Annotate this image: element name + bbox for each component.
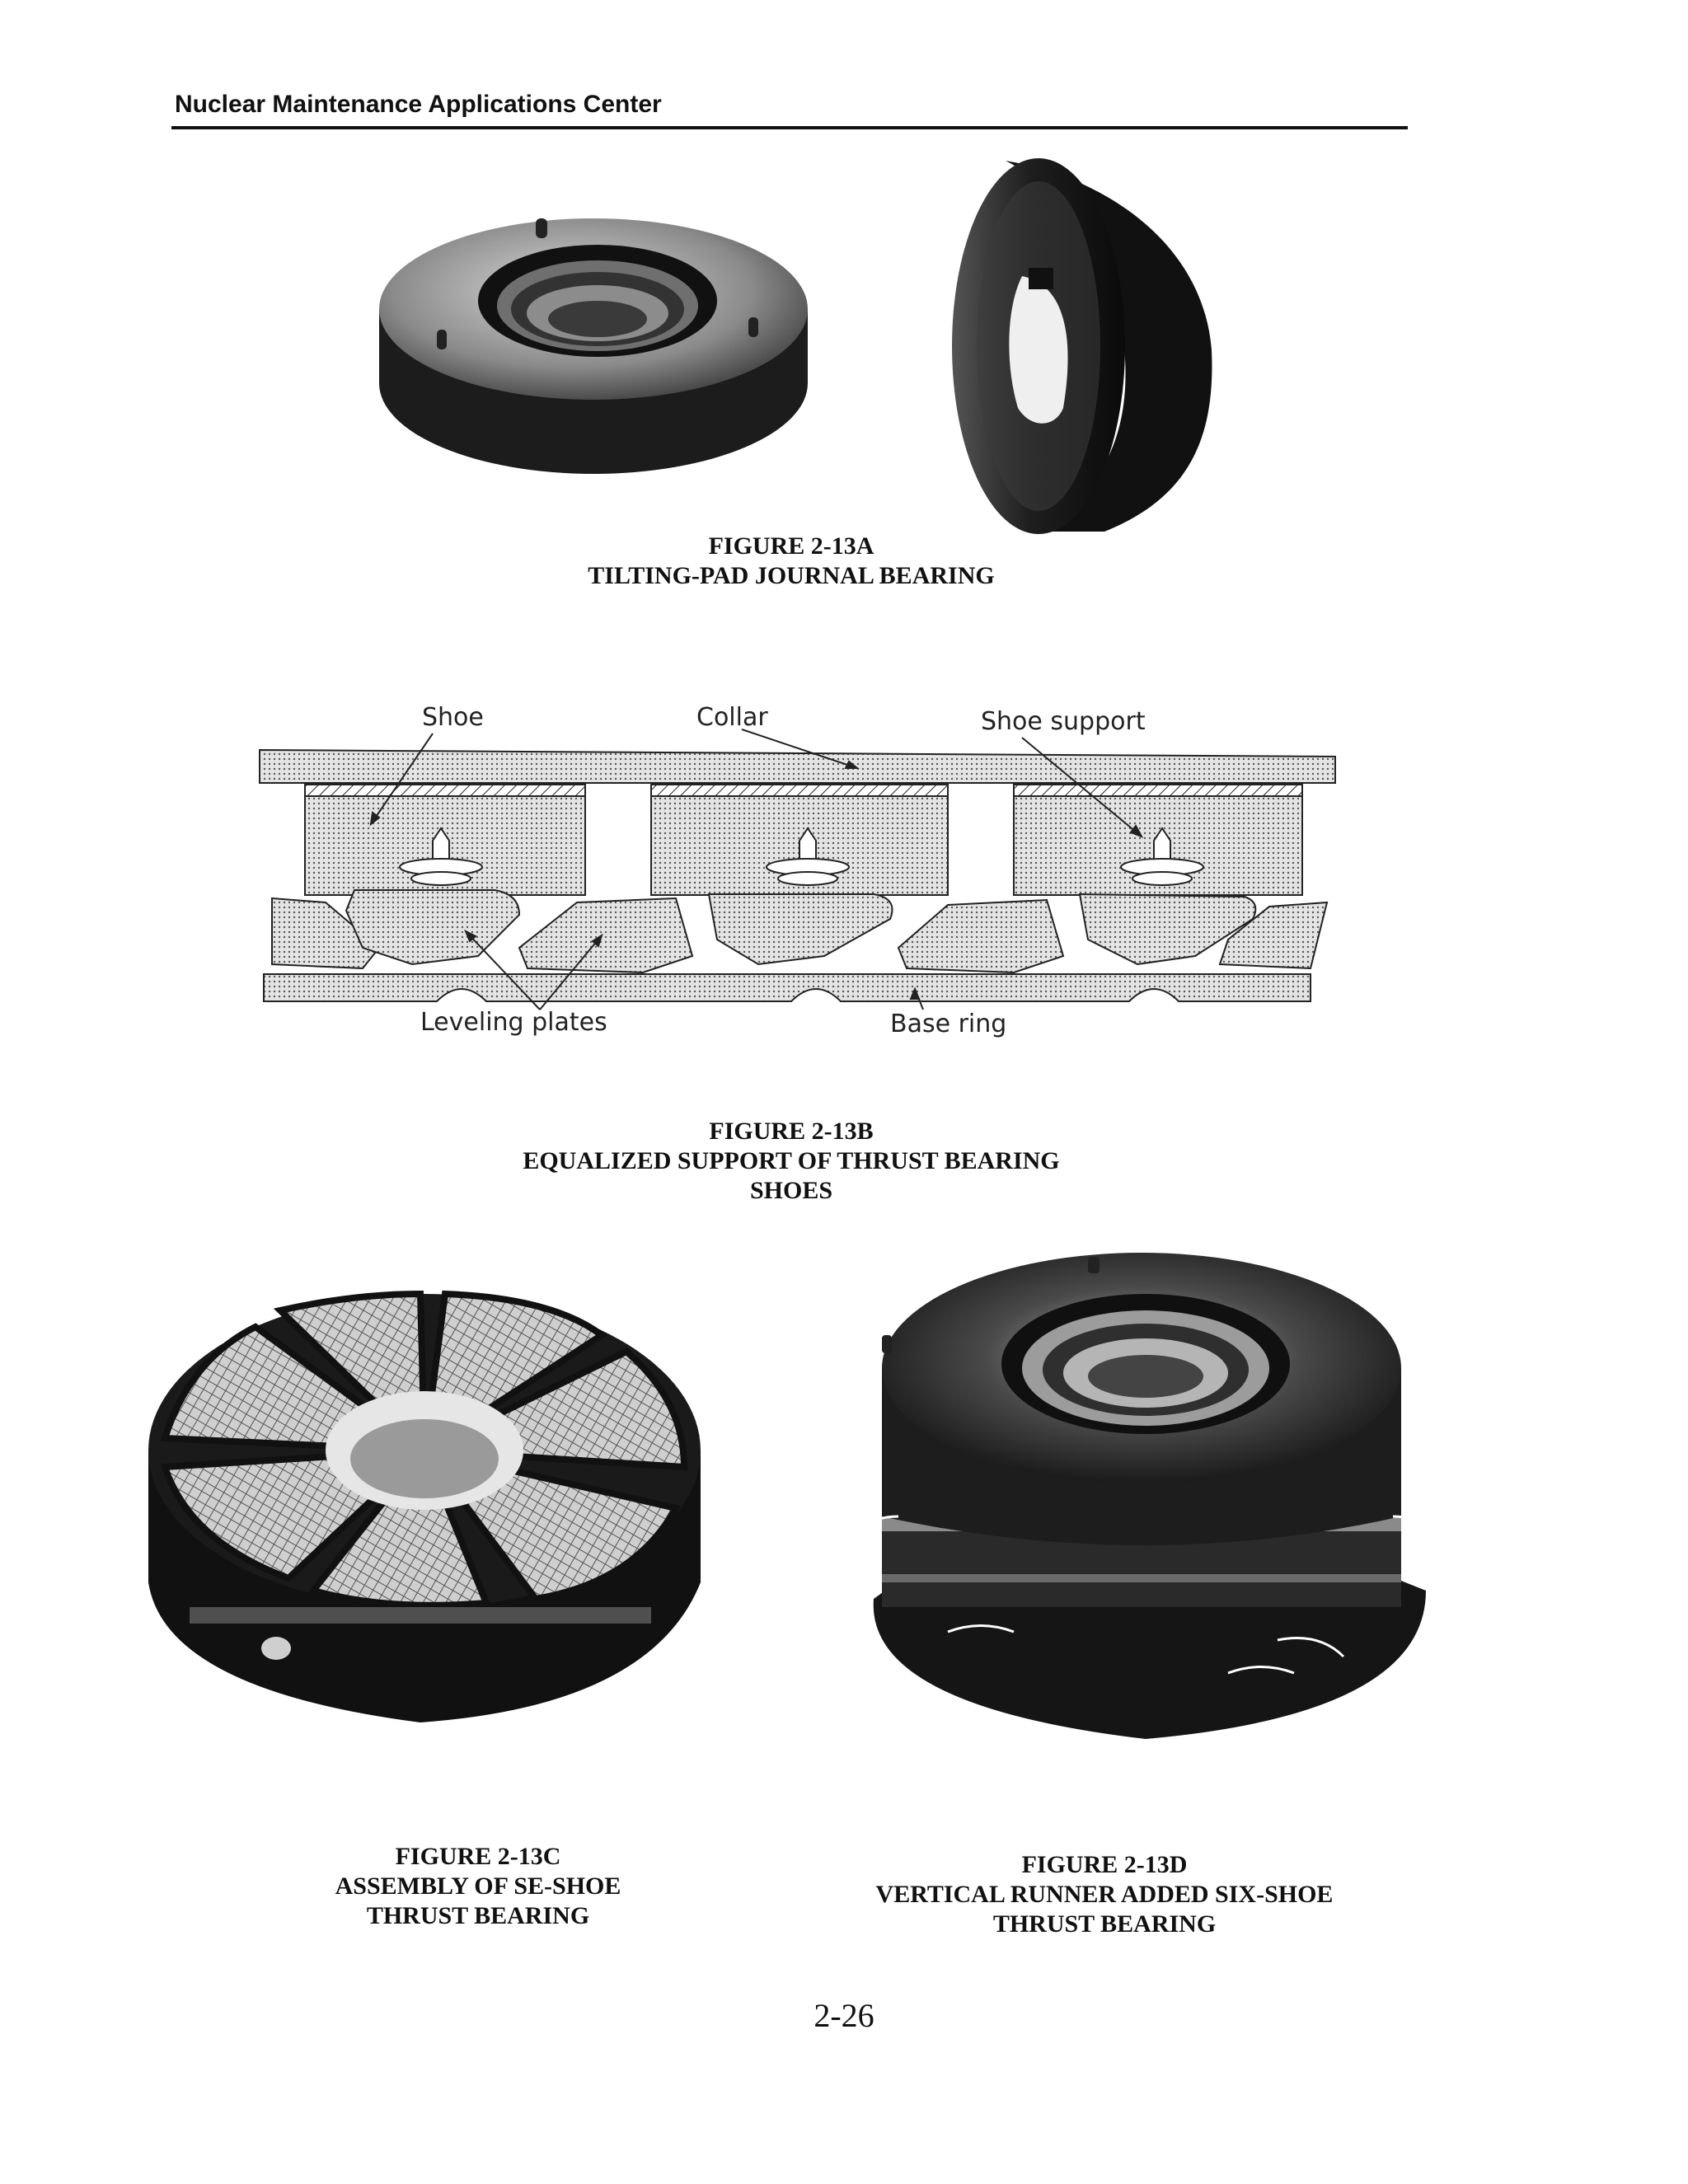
figure-2-13d-caption: FIGURE 2-13D VERTICAL RUNNER ADDED SIX-S…: [816, 1850, 1393, 1939]
page-number: 2-26: [814, 1997, 874, 2034]
label-leveling-plates: Leveling plates: [420, 1008, 607, 1037]
header-title: Nuclear Maintenance Applications Center: [175, 91, 662, 118]
figure-2-13c-caption: FIGURE 2-13C ASSEMBLY OF SE-SHOE THRUST …: [223, 1842, 734, 1931]
journal-bearing-ring: [379, 218, 808, 474]
figure-2-13d-title-line2: THRUST BEARING: [992, 1910, 1217, 1938]
label-base-ring: Base ring: [890, 1010, 1006, 1038]
figure-2-13d-image: [864, 1253, 1432, 1739]
figure-2-13a-number: FIGURE 2-13A: [708, 532, 874, 560]
leveling-plates: [271, 889, 1329, 974]
figure-2-13b-title-line2: SHOES: [749, 1177, 833, 1204]
figure-2-13b-title-line1: EQUALIZED SUPPORT OF THRUST BEARING: [523, 1147, 1060, 1174]
figure-2-13b-number: FIGURE 2-13B: [709, 1118, 874, 1145]
figure-2-13c-title-line1: ASSEMBLY OF SE-SHOE: [335, 1872, 621, 1900]
figure-2-13c-title-line2: THRUST BEARING: [366, 1902, 590, 1929]
label-shoe-support: Shoe support: [981, 707, 1146, 736]
label-shoe: Shoe: [422, 703, 484, 732]
figure-2-13c-image: [148, 1290, 701, 1722]
thrust-runner-disc: [952, 158, 1212, 534]
figure-2-13a-caption: FIGURE 2-13A TILTING-PAD JOURNAL BEARING: [462, 532, 1121, 591]
figure-2-13d-number: FIGURE 2-13D: [1021, 1851, 1188, 1878]
leader-arrows: [369, 729, 1144, 1010]
label-collar: Collar: [696, 703, 768, 732]
figure-2-13b-caption: FIGURE 2-13B EQUALIZED SUPPORT OF THRUST…: [379, 1117, 1203, 1206]
figure-2-13d-title-line1: VERTICAL RUNNER ADDED SIX-SHOE: [875, 1881, 1334, 1908]
shoe-supports: [399, 827, 1204, 886]
figure-2-13a-title: TILTING-PAD JOURNAL BEARING: [588, 562, 995, 589]
collar: [259, 748, 1336, 784]
figure-2-13c-number: FIGURE 2-13C: [395, 1843, 561, 1870]
oil-flow-arrows: [864, 1515, 1432, 1675]
figure-2-13b-diagram: Shoe Collar Shoe support Leveling plates…: [259, 703, 1336, 1038]
figure-2-13a-image: [379, 158, 1212, 534]
base-ring: [263, 973, 1311, 1002]
header-rule: [171, 126, 1408, 129]
